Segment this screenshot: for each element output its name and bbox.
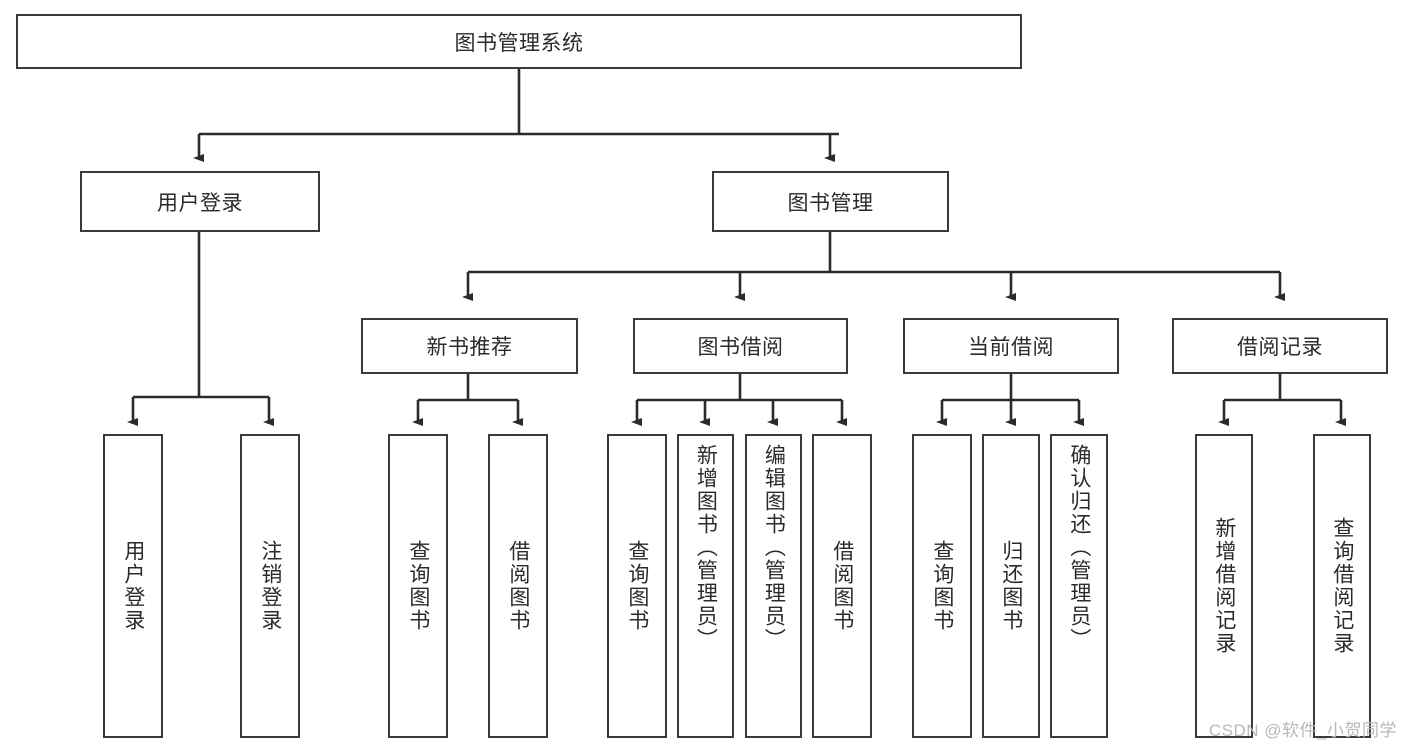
leaf-label: 注销登录 [258, 540, 282, 632]
leaf-query-book-2[interactable]: 查询图书 [607, 434, 667, 738]
leaf-label: 查询图书 [406, 540, 430, 632]
leaf-add-book-admin[interactable]: 新增图书（管理员） [677, 434, 734, 738]
leaf-label: 查询图书 [930, 540, 954, 632]
leaf-logout-login[interactable]: 注销登录 [240, 434, 300, 738]
node-label: 图书借阅 [697, 336, 784, 359]
leaf-label: 借阅图书 [506, 540, 530, 632]
node-book-management-system[interactable]: 图书管理系统 [16, 14, 1022, 69]
leaf-label: 归还图书 [999, 540, 1023, 632]
csdn-watermark: CSDN @软件_小贺同学 [1208, 721, 1397, 740]
node-user-login[interactable]: 用户登录 [80, 171, 320, 232]
leaf-borrow-book-2[interactable]: 借阅图书 [812, 434, 872, 738]
leaf-query-borrow-record[interactable]: 查询借阅记录 [1313, 434, 1371, 738]
leaf-add-borrow-record[interactable]: 新增借阅记录 [1195, 434, 1253, 738]
node-label: 当前借阅 [968, 336, 1054, 359]
node-label: 新书推荐 [426, 336, 513, 359]
node-new-book-recommend[interactable]: 新书推荐 [361, 318, 578, 374]
leaf-label: 用户登录 [121, 540, 145, 632]
leaf-label: 编辑图书（管理员） [762, 444, 786, 651]
leaf-label: 查询图书 [625, 540, 649, 632]
leaf-label: 查询借阅记录 [1330, 517, 1354, 655]
leaf-label: 借阅图书 [830, 540, 854, 632]
node-label: 借阅记录 [1237, 336, 1323, 359]
leaf-return-book[interactable]: 归还图书 [982, 434, 1040, 738]
node-label: 图书管理系统 [454, 31, 584, 55]
node-borrow-record[interactable]: 借阅记录 [1172, 318, 1388, 374]
node-label: 图书管理 [787, 191, 874, 215]
leaf-label: 新增图书（管理员） [694, 444, 718, 651]
leaf-label: 新增借阅记录 [1212, 517, 1236, 655]
node-label: 用户登录 [157, 191, 243, 215]
leaf-edit-book-admin[interactable]: 编辑图书（管理员） [745, 434, 802, 738]
leaf-borrow-book-1[interactable]: 借阅图书 [488, 434, 548, 738]
leaf-user-login[interactable]: 用户登录 [103, 434, 163, 738]
node-current-borrow[interactable]: 当前借阅 [903, 318, 1119, 374]
leaf-query-book-1[interactable]: 查询图书 [388, 434, 448, 738]
leaf-confirm-return-admin[interactable]: 确认归还（管理员） [1050, 434, 1108, 738]
leaf-query-book-3[interactable]: 查询图书 [912, 434, 972, 738]
node-book-borrow[interactable]: 图书借阅 [633, 318, 848, 374]
node-book-manage[interactable]: 图书管理 [712, 171, 949, 232]
leaf-label: 确认归还（管理员） [1067, 444, 1091, 651]
